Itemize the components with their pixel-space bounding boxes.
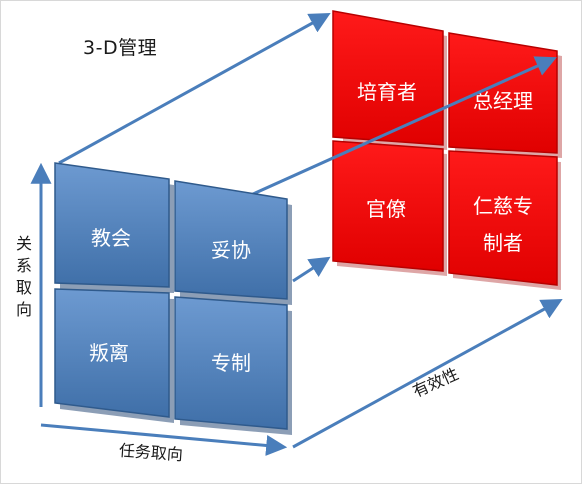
front-cell-1-label: 教会 [91, 226, 131, 250]
front-tile-missionary: 教会 [54, 162, 174, 293]
back-cell-4-label: 仁慈专 [473, 194, 533, 218]
back-tile-nurturer: 培育者 [332, 10, 447, 150]
back-cell-3-label: 官僚 [366, 197, 406, 221]
task-axis-arrow [40, 423, 288, 456]
front-tile-deserter: 叛离 [54, 288, 174, 423]
relationship-axis-label: 关系取向 [15, 234, 32, 319]
front-cell-2-label: 妥协 [211, 238, 251, 262]
effectiveness-arrows [58, 12, 563, 449]
front-cell-4-label: 专制 [211, 351, 251, 375]
back-cell-4-label-line2: 制者 [483, 231, 523, 255]
back-tile-bureaucrat: 官僚 [332, 140, 447, 276]
top-edge-arrow [58, 12, 331, 165]
front-axes [30, 162, 288, 456]
back-grid: 培育者 总经理 官僚 仁慈专 制者 [332, 10, 562, 290]
back-cell-1-label: 培育者 [357, 80, 417, 104]
back-tile-general-manager: 总经理 [448, 32, 562, 158]
diagram-title: 3-D管理 [83, 37, 158, 59]
back-tile-benevolent-autocrat: 仁慈专 制者 [448, 150, 561, 290]
back-cell-2-label: 总经理 [473, 89, 533, 113]
upper-diagonal-arrow [232, 56, 557, 205]
front-grid: 教会 妥协 叛离 专制 [54, 162, 292, 435]
task-axis-label: 任务取向 [118, 440, 184, 465]
bottom-edge-arrow [292, 298, 563, 449]
middle-edge-arrow [292, 256, 331, 283]
front-tile-compromiser: 妥协 [174, 180, 292, 305]
front-cell-3-label: 叛离 [89, 341, 129, 365]
front-tile-autocrat: 专制 [174, 296, 292, 435]
